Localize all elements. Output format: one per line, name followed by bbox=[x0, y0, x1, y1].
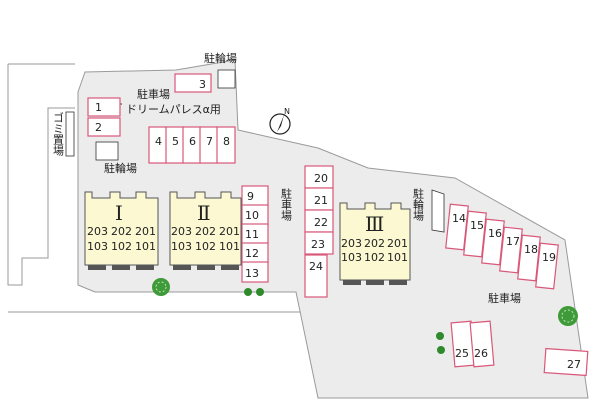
parking-space-1 bbox=[87, 97, 121, 117]
parking-space-3 bbox=[174, 73, 212, 93]
space-number: 8 bbox=[223, 135, 230, 148]
space-number: 3 bbox=[199, 78, 206, 91]
tree-icon bbox=[558, 306, 578, 326]
room-number: 103 bbox=[341, 251, 362, 264]
space-number: 19 bbox=[542, 251, 556, 264]
compass-label: N bbox=[284, 107, 290, 116]
room-number: 201 bbox=[219, 225, 240, 238]
space-number: 22 bbox=[314, 216, 328, 229]
space-number: 26 bbox=[474, 347, 488, 360]
space-number: 24 bbox=[309, 260, 323, 273]
room-number: 201 bbox=[387, 237, 408, 250]
parking-space-9 bbox=[241, 185, 269, 207]
room-number: 202 bbox=[111, 225, 132, 238]
room-number: 103 bbox=[87, 240, 108, 253]
space-number: 4 bbox=[155, 135, 162, 148]
parking-right-label: 駐車場 bbox=[488, 291, 521, 305]
space-number: 10 bbox=[245, 209, 259, 222]
building-1: Ⅰ 203 202 201 103 102 101 bbox=[84, 191, 159, 270]
room-number: 101 bbox=[219, 240, 240, 253]
space-number: 23 bbox=[311, 238, 325, 251]
bike-parking-top bbox=[217, 69, 236, 89]
shrub-icon bbox=[437, 346, 445, 354]
bike-parking-left bbox=[95, 141, 119, 161]
building-3-numeral: Ⅲ bbox=[365, 212, 384, 236]
room-number: 102 bbox=[195, 240, 216, 253]
parking-main-label: 駐車場 bbox=[137, 87, 170, 101]
parking-space-18 bbox=[517, 234, 541, 282]
space-number: 11 bbox=[245, 228, 259, 241]
room-number: 101 bbox=[387, 251, 408, 264]
parking-space-17 bbox=[499, 226, 523, 274]
space-number: 12 bbox=[245, 247, 259, 260]
room-number: 203 bbox=[87, 225, 108, 238]
dream-palace-label: ドリームパレスα用 bbox=[126, 103, 221, 116]
space-number: 27 bbox=[567, 358, 581, 371]
room-number: 202 bbox=[195, 225, 216, 238]
garbage-area bbox=[65, 111, 75, 157]
space-number: 6 bbox=[189, 135, 196, 148]
room-number: 203 bbox=[171, 225, 192, 238]
space-number: 7 bbox=[206, 135, 213, 148]
bike-parking-top-label: 駐輪場 bbox=[204, 51, 237, 65]
parking-space-19 bbox=[535, 242, 559, 290]
parking-space-16 bbox=[481, 218, 505, 266]
space-number: 13 bbox=[245, 267, 259, 280]
parking-space-13 bbox=[241, 261, 269, 283]
room-number: 101 bbox=[135, 240, 156, 253]
bike-parking-right-label: 駐輪場 bbox=[412, 187, 425, 222]
garbage-label: ゴミ置場 bbox=[52, 111, 65, 157]
tree-icon bbox=[152, 278, 170, 296]
space-number: 15 bbox=[470, 219, 484, 232]
parking-mid-label: 駐車場 bbox=[280, 187, 293, 222]
shrub-icon bbox=[436, 332, 444, 340]
building-3: Ⅲ 203 202 201 103 102 101 bbox=[339, 202, 411, 285]
space-number: 20 bbox=[314, 172, 328, 185]
parking-space-8 bbox=[216, 126, 236, 164]
space-number: 1 bbox=[95, 101, 102, 114]
room-number: 201 bbox=[135, 225, 156, 238]
space-number: 9 bbox=[247, 190, 254, 203]
space-number: 25 bbox=[455, 347, 469, 360]
space-number: 21 bbox=[314, 194, 328, 207]
space-number: 14 bbox=[452, 212, 466, 225]
room-number: 102 bbox=[364, 251, 385, 264]
space-number: 17 bbox=[506, 235, 520, 248]
building-2-numeral: Ⅱ bbox=[197, 201, 211, 225]
building-2: Ⅱ 203 202 201 103 102 101 bbox=[169, 191, 242, 270]
room-number: 102 bbox=[111, 240, 132, 253]
parking-space-15 bbox=[463, 210, 487, 258]
shrub-icon bbox=[244, 288, 252, 296]
parking-space-26 bbox=[469, 320, 495, 368]
space-number: 5 bbox=[172, 135, 179, 148]
parking-space-14 bbox=[445, 203, 469, 251]
building-1-numeral: Ⅰ bbox=[115, 201, 123, 225]
space-number: 2 bbox=[95, 121, 102, 134]
north-arrow-icon: N bbox=[269, 107, 291, 135]
bike-parking-right bbox=[431, 189, 445, 233]
parking-space-24 bbox=[304, 254, 328, 298]
space-number: 18 bbox=[524, 243, 538, 256]
parking-numbers: 1 2 3 4 5 6 7 8 9 10 11 12 13 14 15 16 1… bbox=[95, 78, 581, 371]
parking-space-2 bbox=[87, 117, 121, 137]
shrub-icon bbox=[256, 288, 264, 296]
bike-parking-left-label: 駐輪場 bbox=[104, 161, 137, 175]
parking-spaces bbox=[87, 73, 589, 377]
parking-space-27 bbox=[543, 347, 589, 377]
room-number: 203 bbox=[341, 237, 362, 250]
room-number: 103 bbox=[171, 240, 192, 253]
room-number: 202 bbox=[364, 237, 385, 250]
space-number: 16 bbox=[488, 227, 502, 240]
parking-space-23 bbox=[304, 231, 334, 255]
